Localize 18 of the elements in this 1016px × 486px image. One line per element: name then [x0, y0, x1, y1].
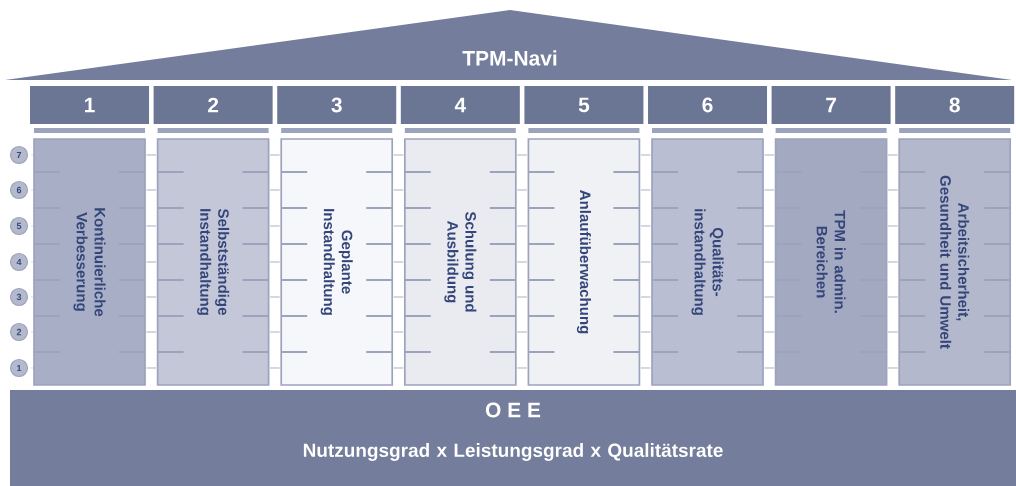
column-header: 1 — [30, 86, 149, 124]
pillar: TPM in admin. Bereichen — [774, 138, 888, 386]
column-header: 7 — [771, 86, 891, 124]
column-header: 2 — [153, 86, 273, 124]
pillar: Schulung und Ausbildung — [403, 138, 517, 386]
column-header: 3 — [277, 86, 397, 124]
roof: TPM-Navi — [5, 10, 1012, 80]
pillar: Selbstständige Instandhaltung — [156, 138, 270, 386]
column-header: 6 — [648, 86, 768, 124]
pillar: Arbeitsicherheit, Gesundheit und Umwelt — [898, 138, 1012, 386]
pillar: Kontinuierliche Verbesserung — [33, 138, 146, 386]
pillar: Anlaufüberwachung — [527, 138, 641, 386]
base-band: O E E Nutzungsgrad x Leistungsgrad x Qualitätsrate — [10, 390, 1016, 486]
column-header: 8 — [895, 86, 1015, 124]
pillar: Qualitäts- instandhaltung — [651, 138, 764, 386]
pillar: Geplante Instandhaltung — [280, 138, 394, 386]
column-header: 5 — [524, 86, 644, 124]
column-header: 4 — [400, 86, 520, 124]
